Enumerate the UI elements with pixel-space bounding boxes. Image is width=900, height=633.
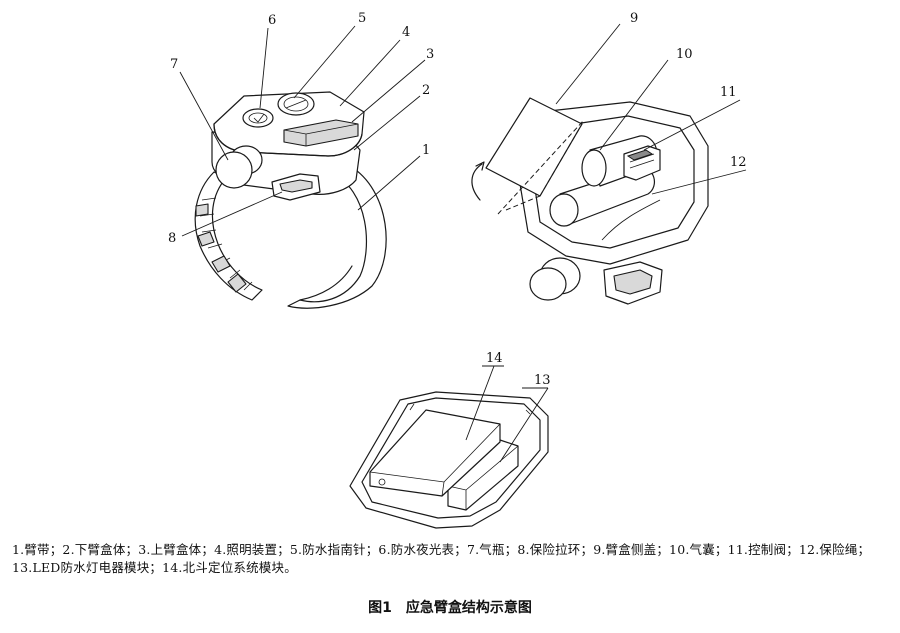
figure-drawing: 6 5 4 3 2 1 7 8 (168, 11, 747, 529)
label-5: 5 (358, 11, 366, 26)
label-3: 3 (426, 47, 434, 62)
figure-title: 图1 应急臂盒结构示意图 (368, 600, 532, 616)
label-10: 10 (676, 47, 693, 62)
gas-cylinder-cap (215, 145, 263, 189)
label-1: 1 (422, 143, 430, 158)
luminous-watch (242, 108, 274, 128)
label-11: 11 (720, 85, 737, 100)
label-4: 4 (402, 25, 410, 40)
module-tray-view: 14 13 (349, 351, 551, 529)
label-2: 2 (422, 83, 430, 98)
label-7: 7 (170, 57, 178, 72)
label-9: 9 (630, 11, 638, 26)
wristband (194, 165, 387, 309)
beidou-module (369, 409, 501, 497)
label-6: 6 (268, 13, 276, 28)
open-armbox-view: 9 10 11 12 (471, 11, 747, 305)
label-12: 12 (730, 155, 747, 170)
safety-pull-ring (271, 173, 321, 201)
label-14: 14 (486, 351, 503, 366)
figure-legend: 1.臂带；2.下臂盒体；3.上臂盒体；4.照明装置；5.防水指南针；6.防水夜光… (12, 542, 871, 575)
lighting-device (283, 119, 359, 147)
assembled-armbox-view: 6 5 4 3 2 1 7 8 (168, 11, 434, 309)
label-13: 13 (534, 373, 551, 388)
control-valve (623, 145, 661, 181)
label-8: 8 (168, 231, 176, 246)
